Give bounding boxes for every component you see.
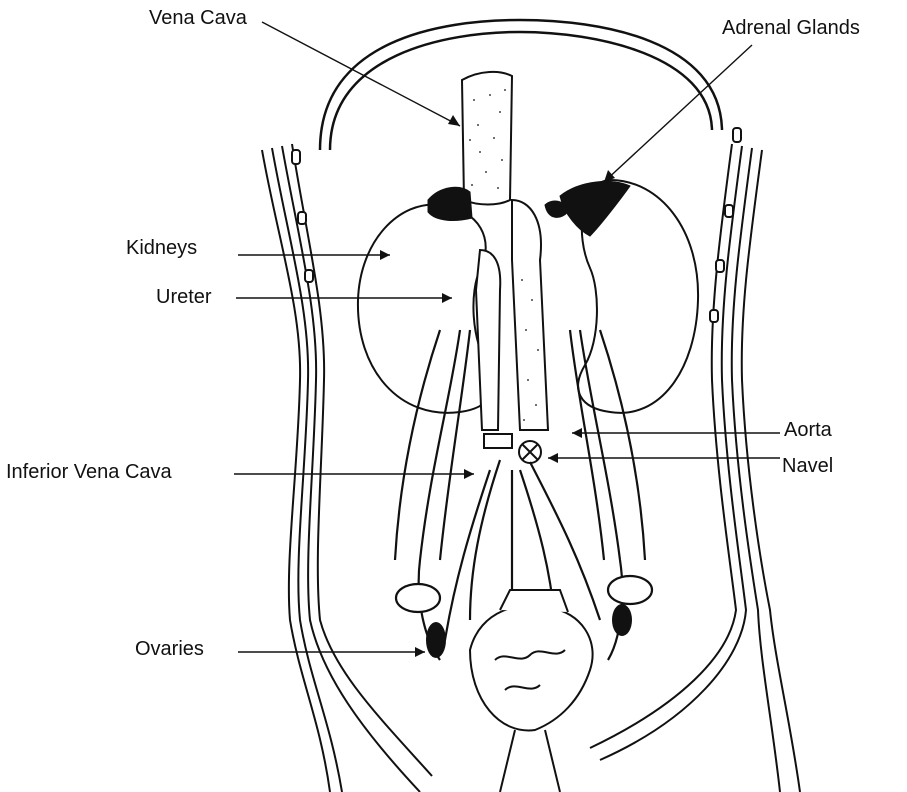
leader-vena-cava <box>262 22 460 126</box>
label-aorta: Aorta <box>784 420 832 440</box>
aorta-shape <box>512 200 548 430</box>
label-kidneys: Kidneys <box>126 238 197 258</box>
label-vena-cava: Vena Cava <box>149 8 247 28</box>
pelvic-organs-shape <box>470 590 593 792</box>
left-kidney-shape <box>358 205 494 413</box>
label-ureter: Ureter <box>156 287 212 307</box>
vena-cava-shape <box>462 72 512 205</box>
label-ovaries: Ovaries <box>135 639 204 659</box>
abdominal-cavity-outline <box>320 20 722 150</box>
label-inferior-vena-cava: Inferior Vena Cava <box>6 462 172 482</box>
navel-marker <box>484 434 541 463</box>
label-navel: Navel <box>782 456 833 476</box>
label-adrenal-glands: Adrenal Glands <box>722 18 860 38</box>
